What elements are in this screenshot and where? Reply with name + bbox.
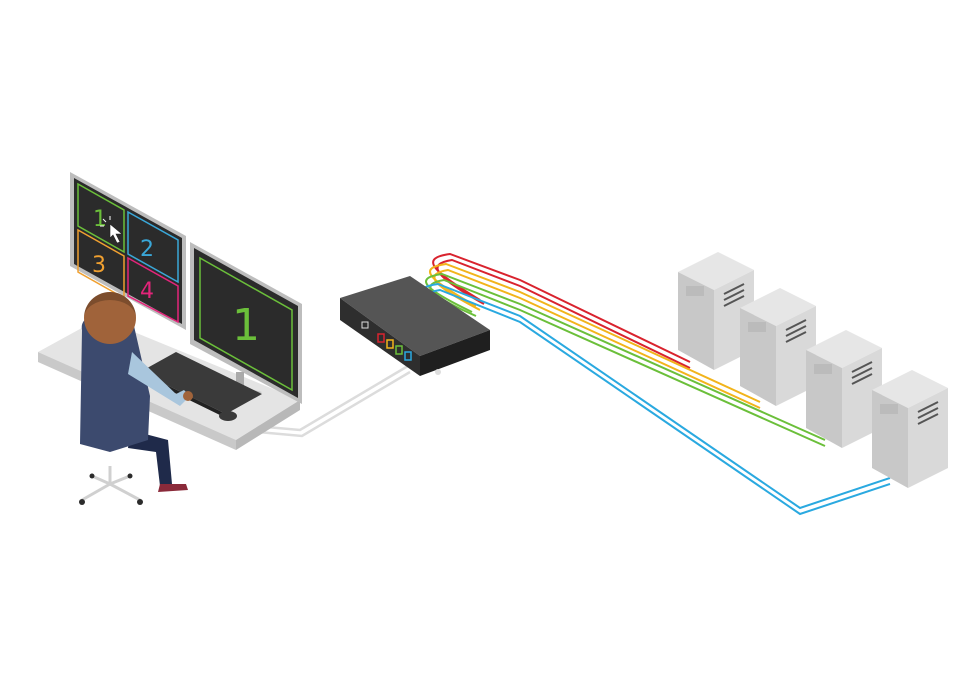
office-chair	[81, 466, 141, 502]
switch-side	[420, 330, 490, 376]
cable-green	[425, 272, 826, 447]
person-legs	[128, 430, 172, 486]
quadrant-4	[127, 256, 179, 324]
switch-port-4	[404, 351, 412, 361]
monitor-right-screen	[194, 248, 298, 398]
cursor-icon	[100, 216, 123, 244]
switch-front	[340, 298, 420, 376]
mouse	[219, 411, 237, 421]
kvm-switch	[340, 276, 490, 376]
monitor-left: 1 2 3 4	[70, 172, 186, 330]
quadrant-1-label: 1	[93, 207, 107, 232]
cable-red	[432, 252, 691, 369]
logo-icon	[435, 369, 441, 375]
quadrant-2-label: 2	[140, 237, 154, 262]
server-tower-2	[740, 288, 816, 406]
monitor-right-label: 1	[232, 300, 260, 351]
switch-port-3	[395, 345, 403, 355]
quadrant-2	[127, 210, 179, 284]
server-tower-3	[806, 330, 882, 448]
switch-port-1	[377, 333, 385, 343]
quadrant-3-label: 3	[92, 253, 106, 278]
switch-top	[340, 276, 490, 356]
person-head	[84, 292, 136, 344]
screen-frame	[199, 256, 293, 392]
person-arm	[128, 352, 190, 406]
person-torso	[80, 313, 150, 452]
switch-port-2	[386, 339, 394, 349]
person-hand	[183, 391, 193, 401]
server-rack	[678, 252, 948, 488]
person-shoes	[158, 484, 188, 492]
chair-wheels	[79, 473, 143, 505]
power-icon	[361, 321, 369, 329]
server-tower-4	[872, 370, 948, 488]
quadrant-4-label: 4	[140, 279, 154, 304]
quadrant-1	[77, 182, 125, 254]
cable-yellow	[429, 262, 761, 409]
person	[79, 292, 193, 505]
